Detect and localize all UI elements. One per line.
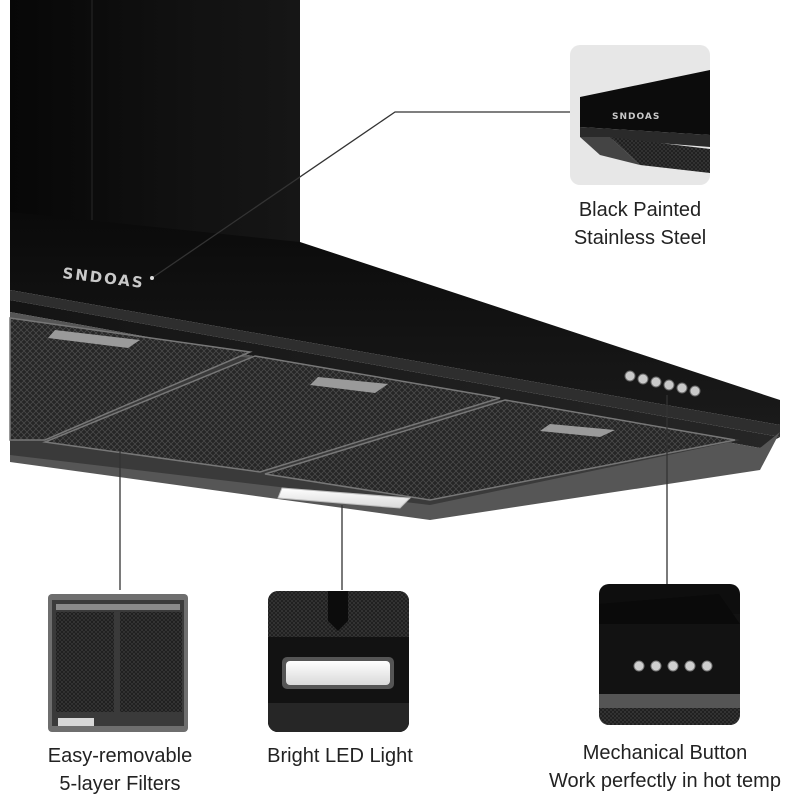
caption-buttons: Mechanical Button Work perfectly in hot … [536,739,794,795]
underside [9,312,780,520]
thumbnail-steel: SNDOAS [570,45,710,185]
thumbnail-led [268,591,409,732]
filter-right [264,399,736,501]
thumbnail-filters [48,594,188,732]
led-light [277,487,412,509]
filter-left [9,317,253,441]
caption-buttons-line2: Work perfectly in hot temp [549,770,781,792]
caption-filters-line2: 5-layer Filters [59,773,181,795]
caption-buttons-line1: Mechanical Button [582,742,748,764]
caption-steel-line2: Stainless Steel [573,227,707,249]
caption-filters: Easy-removable 5-layer Filters [30,742,210,798]
caption-led: Bright LED Light [250,742,430,770]
thumbnail-brand: SNDOAS [612,112,660,122]
chimney [10,0,300,250]
caption-filters-line1: Easy-removable [47,745,193,767]
caption-steel-line1: Black Painted [578,199,702,221]
leader-lines [119,111,668,590]
control-buttons [624,370,701,397]
caption-steel: Black Painted Stainless Steel [550,196,730,252]
caption-led-line1: Bright LED Light [267,745,413,767]
thumbnail-buttons [599,584,740,725]
canopy [10,212,780,448]
